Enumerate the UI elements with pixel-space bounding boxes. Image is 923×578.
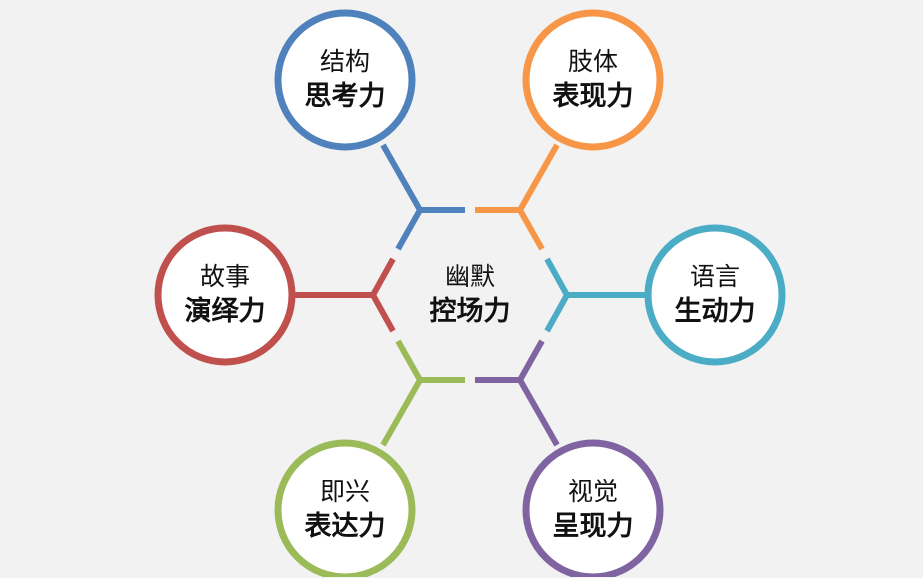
circle-language [644, 224, 786, 366]
hex-segment-structure [395, 207, 465, 251]
hex-segment-story [369, 257, 396, 333]
node-line2: 生动力 [674, 296, 756, 327]
hex-segment-language [544, 257, 571, 333]
connector-structure [380, 143, 423, 212]
node-line1: 视觉 [567, 477, 618, 506]
connector-body [517, 143, 560, 212]
node-structure: 结构 思考力 [277, 12, 413, 148]
node-body: 肢体 表现力 [525, 12, 661, 148]
hex-segment-body [475, 207, 545, 251]
node-line2: 演绎力 [184, 296, 266, 327]
node-line1: 语言 [689, 262, 740, 291]
node-line2: 表现力 [552, 81, 634, 112]
node-line2: 表达力 [304, 511, 386, 542]
node-visual: 视觉 呈现力 [525, 442, 661, 578]
circle-structure [274, 9, 416, 151]
circle-body [522, 9, 664, 151]
node-improv: 即兴 表达力 [277, 442, 413, 578]
hex-segment-visual [475, 339, 545, 383]
circle-story [154, 224, 296, 366]
node-line1: 肢体 [567, 47, 618, 76]
node-story: 故事 演绎力 [157, 227, 293, 363]
connector-improv [380, 378, 423, 447]
circle-visual [522, 439, 664, 577]
node-language: 语言 生动力 [647, 227, 783, 363]
hex-segment-improv [395, 339, 465, 383]
connector-visual [517, 378, 560, 447]
center-line1: 幽默 [444, 262, 495, 291]
node-line1: 即兴 [319, 477, 370, 506]
center-line2: 控场力 [429, 296, 511, 327]
circle-improv [274, 439, 416, 577]
node-line1: 故事 [199, 262, 250, 291]
node-line2: 思考力 [304, 81, 386, 112]
node-line2: 呈现力 [552, 511, 634, 542]
node-line1: 结构 [319, 47, 370, 76]
center-node: 幽默 控场力 [402, 227, 538, 363]
